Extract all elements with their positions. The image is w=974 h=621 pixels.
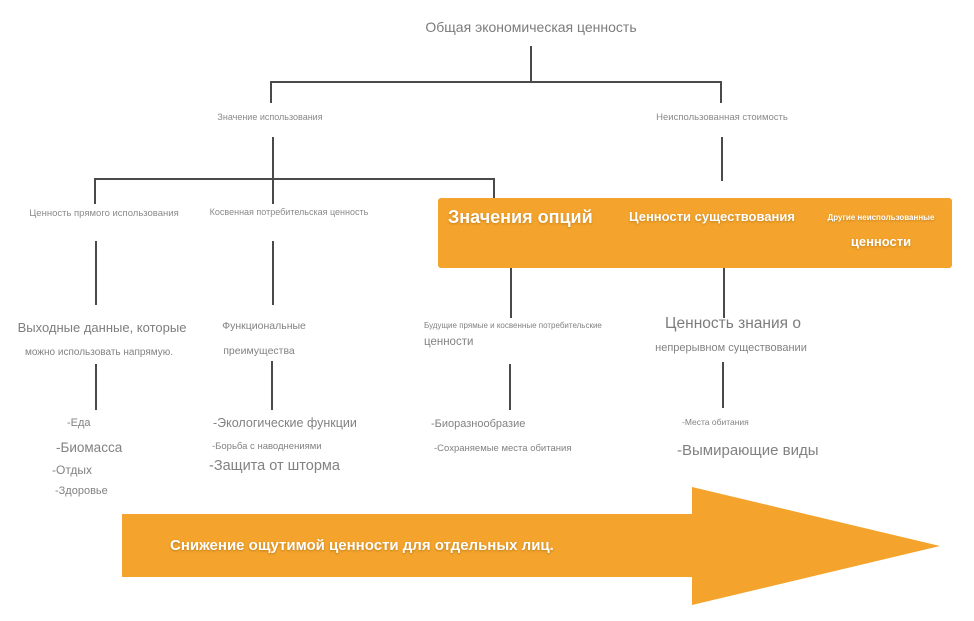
connector-level3-crossbar bbox=[94, 178, 495, 180]
connector-indirect-list bbox=[271, 361, 273, 410]
list-item: -Биомасса bbox=[56, 440, 123, 455]
connector-option-desc bbox=[510, 268, 512, 318]
node-other-nonuse-line1: Другие неиспользованные bbox=[827, 213, 935, 222]
list-item: -Вымирающие виды bbox=[677, 442, 819, 459]
connector-level2-crossbar bbox=[270, 81, 722, 83]
node-direct-use-value: Ценность прямого использования bbox=[29, 208, 179, 219]
connector-direct-desc bbox=[95, 241, 97, 305]
desc-existence-line2: непрерывном существовании bbox=[655, 342, 807, 354]
list-item: -Биоразнообразие bbox=[431, 418, 526, 430]
connector-nonuse-drop bbox=[720, 81, 722, 103]
connector-use-drop bbox=[270, 81, 272, 103]
list-item: -Места обитания bbox=[682, 417, 749, 427]
node-option-values: Значения опций bbox=[448, 207, 593, 227]
desc-option-line2: ценности bbox=[424, 336, 474, 348]
diagram-title: Общая экономическая ценность bbox=[425, 19, 637, 35]
connector-indirect-desc bbox=[272, 241, 274, 305]
highlight-box: Значения опций Ценности существования Др… bbox=[438, 198, 952, 268]
connector-use-stem bbox=[272, 137, 274, 204]
list-item: -Еда bbox=[67, 417, 91, 429]
trend-arrow-label: Снижение ощутимой ценности для отдельных… bbox=[170, 537, 554, 554]
trend-arrow-head-icon bbox=[692, 487, 940, 605]
connector-option-list bbox=[509, 364, 511, 410]
connector-direct-list bbox=[95, 364, 97, 410]
node-existence-values: Ценности существования bbox=[629, 209, 795, 224]
node-indirect-use-value: Косвенная потребительская ценность bbox=[209, 207, 369, 217]
node-use-value: Значение использования bbox=[217, 112, 323, 122]
node-non-use-value: Неиспользованная стоимость bbox=[656, 112, 788, 123]
list-item: -Экологические функции bbox=[213, 416, 357, 430]
desc-option-line1: Будущие прямые и косвенные потребительск… bbox=[424, 321, 602, 330]
desc-indirect-line1: Функциональные bbox=[222, 320, 306, 332]
desc-existence-line1: Ценность знания о bbox=[665, 315, 801, 332]
connector-existence-list bbox=[722, 362, 724, 408]
connector-existence-desc bbox=[723, 268, 725, 318]
desc-indirect-line2: преимущества bbox=[223, 345, 295, 357]
connector-option-drop bbox=[493, 178, 495, 199]
connector-direct-drop bbox=[94, 178, 96, 204]
list-item: -Защита от шторма bbox=[209, 458, 340, 474]
desc-direct-line1: Выходные данные, которые bbox=[17, 320, 187, 335]
desc-direct-line2: можно использовать напрямую. bbox=[24, 347, 174, 358]
connector-nonuse-stem bbox=[721, 137, 723, 181]
list-item: -Отдых bbox=[52, 463, 93, 477]
trend-arrow-body: Снижение ощутимой ценности для отдельных… bbox=[122, 514, 692, 577]
list-item: -Борьба с наводнениями bbox=[212, 441, 322, 452]
connector-root-stem bbox=[530, 46, 532, 82]
node-other-nonuse-line2: ценности bbox=[850, 234, 912, 249]
list-item: -Здоровье bbox=[55, 485, 108, 497]
list-item: -Сохраняемые места обитания bbox=[434, 443, 572, 454]
